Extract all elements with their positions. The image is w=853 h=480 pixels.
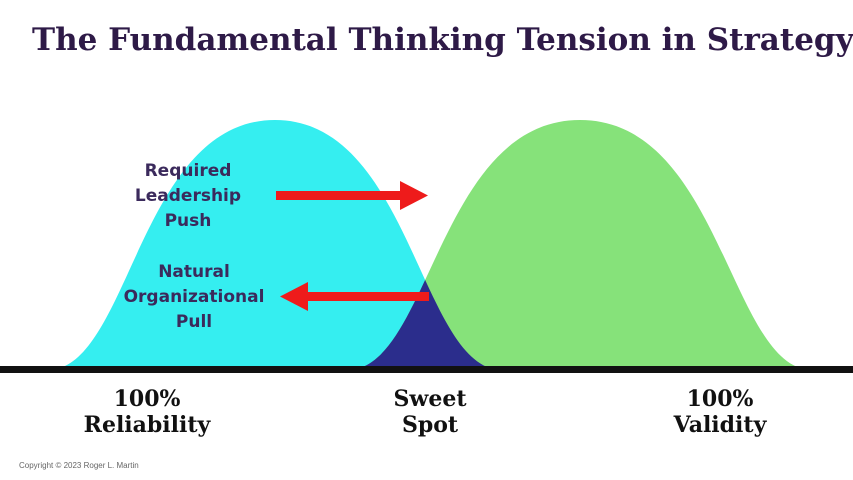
pull-left-arrow [280,282,429,311]
reliability-curve [50,120,500,370]
copyright-notice: Copyright © 2023 Roger L. Martin [19,461,139,470]
validity-curve [350,120,810,370]
validity-axis-label: 100% Validity [673,386,767,438]
reliability-axis-label: 100% Reliability [83,386,211,438]
natural-organizational-pull-label: Natural Organizational Pull [123,262,265,332]
sweet-spot-axis-label: Sweet Spot [393,386,467,438]
required-leadership-push-label: Required Leadership Push [134,161,242,231]
baseline-axis [0,366,853,373]
page-title: The Fundamental Thinking Tension in Stra… [32,22,853,58]
push-right-arrow [276,181,428,210]
